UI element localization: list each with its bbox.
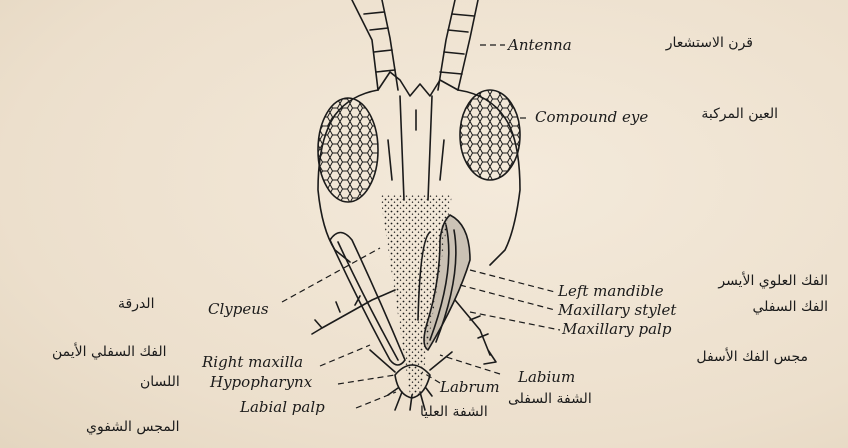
label-labial-palp: Labial palp [240, 400, 325, 415]
label-left-mandible: Left mandible [558, 284, 664, 299]
label-labrum: Labrum [440, 380, 500, 395]
label-hypopharynx-ar: اللسان [140, 375, 180, 389]
left-palp [312, 290, 395, 334]
label-maxillary-palp: Maxillary palp [562, 322, 671, 337]
right-compound-eye [460, 90, 520, 180]
antennae [352, 0, 478, 90]
label-hypopharynx: Hypopharynx [210, 375, 312, 390]
label-labium: Labium [518, 370, 575, 385]
label-compound-eye-ar: العين المركبة [701, 107, 778, 121]
label-labrum-ar: الشفة العليا [420, 405, 488, 419]
label-labium-ar: الشفة السفلى [508, 392, 592, 406]
label-compound-eye: Compound eye [535, 110, 648, 125]
label-maxillary-stylet: Maxillary stylet [558, 303, 676, 318]
label-right-maxilla-ar: الفك السفلي الأيمن [52, 345, 167, 359]
label-clypeus-ar: الدرقة [118, 297, 154, 311]
label-labial-palp-ar: المجس الشفوي [86, 420, 180, 434]
label-maxillary-palp-ar: مجس الفك الأسفل [696, 350, 808, 364]
label-antenna-ar: قرن الاستشعار [666, 36, 753, 50]
label-maxillary-stylet-ar: الفك السفلي [752, 300, 828, 314]
label-antenna: Antenna [508, 38, 572, 53]
label-left-mandible-ar: الفك العلوي الأيسر [718, 274, 828, 288]
label-right-maxilla: Right maxilla [202, 355, 303, 370]
left-compound-eye [318, 98, 378, 202]
label-clypeus: Clypeus [208, 302, 269, 317]
right-palp [455, 300, 496, 364]
